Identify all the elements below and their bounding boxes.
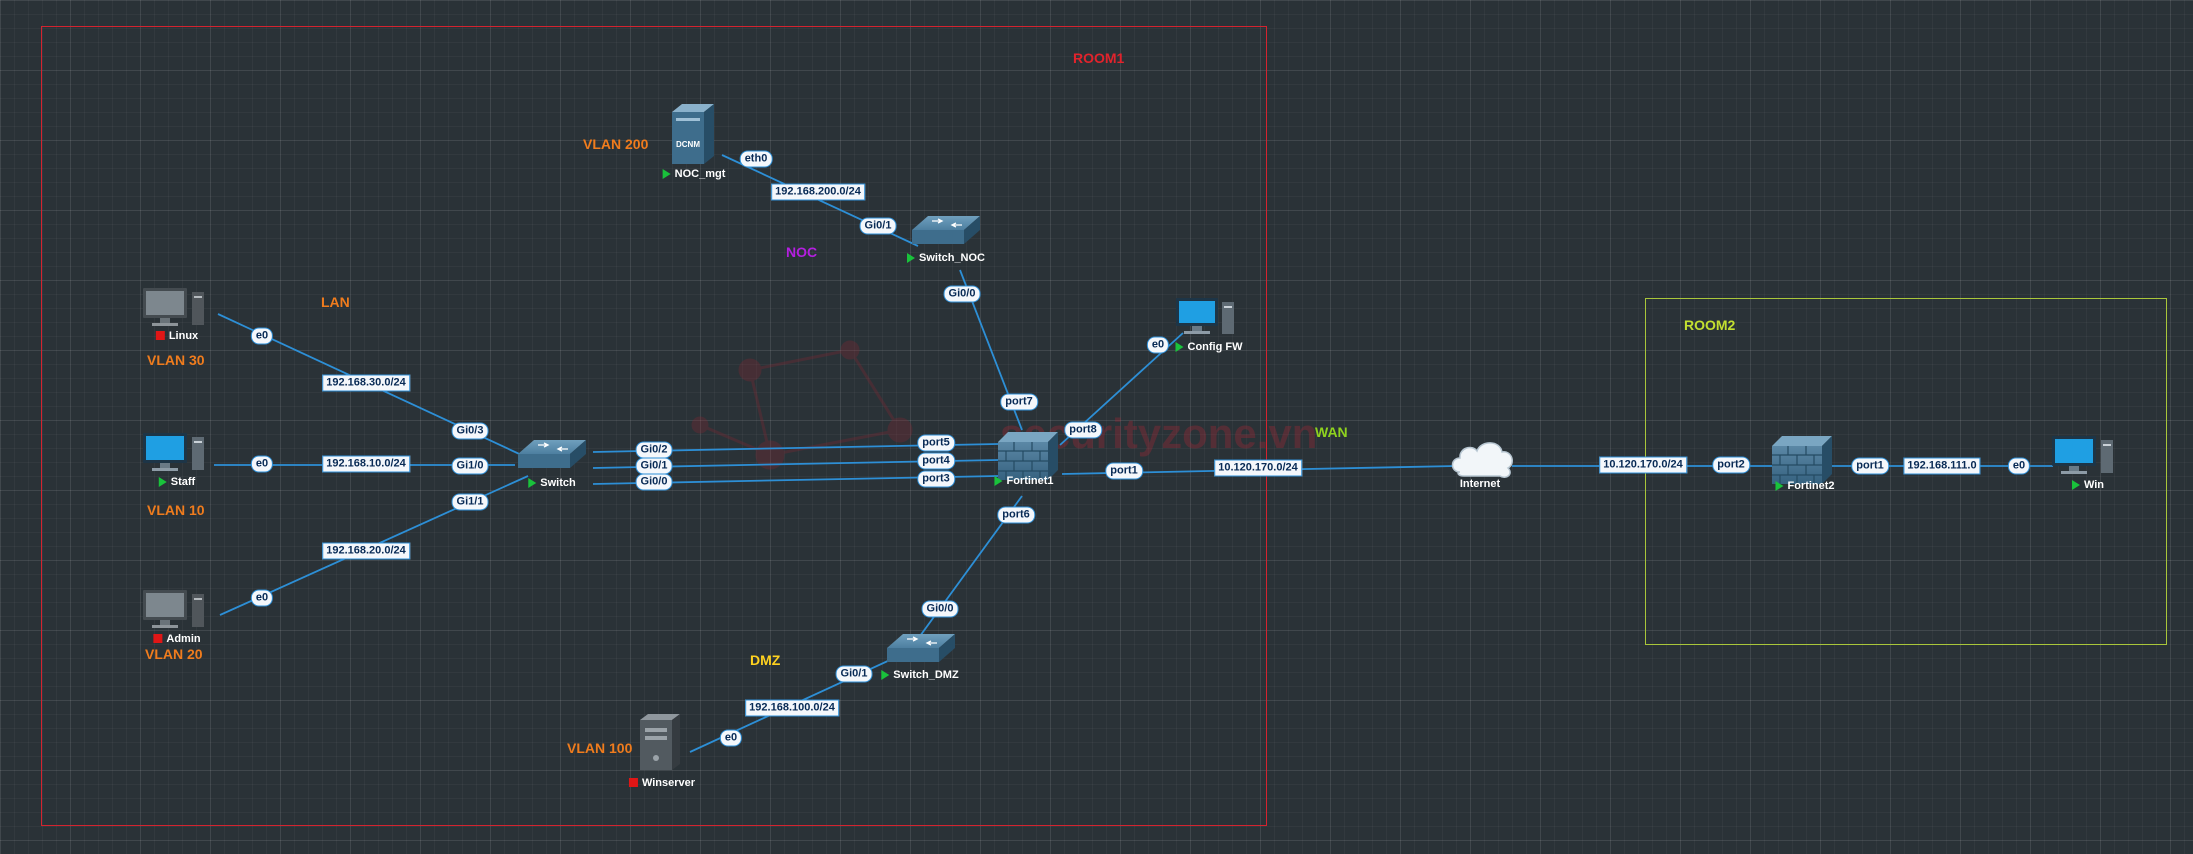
status-stopped-icon: [628, 778, 638, 787]
net-label-wan2: 10.120.170.0/24: [1599, 456, 1687, 474]
vlan200-label: VLAN 200: [583, 136, 649, 152]
node-label: Winserver: [641, 776, 696, 789]
admin-pc-icon[interactable]: [143, 590, 204, 628]
wan-label: WAN: [1315, 424, 1348, 440]
node-label: Staff: [170, 476, 196, 488]
vlan20-label: VLAN 20: [145, 646, 203, 662]
node-staff[interactable]: Staff: [158, 474, 196, 492]
room1-label: ROOM1: [1073, 50, 1125, 66]
if-fortinet1-port8[interactable]: port8: [1064, 421, 1102, 439]
node-config-fw[interactable]: Config FW: [1175, 339, 1243, 357]
status-running-icon: [1175, 342, 1184, 352]
net-label-wan1: 10.120.170.0/24: [1214, 459, 1302, 477]
lan-label: LAN: [321, 294, 350, 310]
room1-zone: [41, 26, 1267, 826]
node-label: Switch: [540, 477, 576, 489]
switch-lan-icon[interactable]: [518, 440, 586, 468]
status-running-icon: [906, 253, 915, 263]
if-fortinet1-port6[interactable]: port6: [997, 506, 1035, 524]
dmz-label: DMZ: [750, 652, 781, 668]
node-label: Linux: [168, 329, 199, 342]
node-label: Switch_DMZ: [893, 669, 959, 681]
if-noc-mgt-eth0[interactable]: eth0: [739, 150, 773, 168]
if-config-fw-e0[interactable]: e0: [1146, 336, 1170, 354]
node-switch-dmz[interactable]: Switch_DMZ: [881, 667, 959, 685]
if-fortinet1-port1[interactable]: port1: [1105, 462, 1143, 480]
status-running-icon: [994, 476, 1003, 486]
node-fortinet1[interactable]: Fortinet1: [994, 473, 1054, 491]
node-admin[interactable]: Admin: [153, 630, 201, 648]
svg-text:DCNM: DCNM: [676, 140, 700, 149]
net-label-vlan20: 192.168.20.0/24: [322, 542, 410, 560]
node-label: Fortinet1: [1006, 475, 1054, 487]
win-pc-icon[interactable]: [2052, 436, 2113, 474]
if-switch-noc-gi01[interactable]: Gi0/1: [859, 217, 897, 235]
if-fortinet1-port4[interactable]: port4: [917, 452, 955, 470]
if-switch-dmz-gi01[interactable]: Gi0/1: [835, 665, 873, 683]
net-label-dmz: 192.168.100.0/24: [745, 699, 839, 717]
status-running-icon: [881, 670, 890, 680]
if-switch-gi11[interactable]: Gi1/1: [451, 493, 489, 511]
config-fw-pc-icon[interactable]: [1176, 298, 1234, 334]
status-running-icon: [1775, 481, 1784, 491]
if-switch-noc-gi00[interactable]: Gi0/0: [943, 285, 981, 303]
node-label: NOC_mgt: [674, 168, 726, 180]
status-running-icon: [2071, 480, 2080, 490]
room2-label: ROOM2: [1684, 317, 1736, 333]
node-win[interactable]: Win: [2071, 477, 2105, 495]
switch-dmz-icon[interactable]: [887, 634, 955, 662]
if-switch-gi01[interactable]: Gi0/1: [635, 457, 673, 475]
if-fortinet1-port7[interactable]: port7: [1000, 393, 1038, 411]
linux-pc-icon[interactable]: [143, 288, 204, 326]
staff-pc-icon[interactable]: [143, 433, 204, 471]
if-fortinet2-port2[interactable]: port2: [1712, 456, 1750, 474]
vlan10-label: VLAN 10: [147, 502, 205, 518]
fortinet1-firewall-icon[interactable]: [998, 432, 1058, 480]
node-label: Switch_NOC: [918, 252, 986, 264]
fortinet2-firewall-icon[interactable]: [1772, 436, 1832, 484]
net-label-noc: 192.168.200.0/24: [771, 183, 865, 201]
if-switch-gi02[interactable]: Gi0/2: [635, 441, 673, 459]
if-fortinet1-port3[interactable]: port3: [917, 470, 955, 488]
if-linux-e0[interactable]: e0: [250, 327, 274, 345]
node-winserver[interactable]: Winserver: [628, 774, 696, 792]
if-staff-e0[interactable]: e0: [250, 455, 274, 473]
net-label-vlan30: 192.168.30.0/24: [322, 374, 410, 392]
node-label: Admin: [166, 632, 201, 645]
if-switch-gi10[interactable]: Gi1/0: [451, 457, 489, 475]
if-switch-gi00[interactable]: Gi0/0: [635, 473, 673, 491]
internet-cloud-icon[interactable]: [1451, 442, 1513, 479]
if-fortinet1-port5[interactable]: port5: [917, 434, 955, 452]
node-label: Internet: [1459, 478, 1501, 490]
if-win-e0[interactable]: e0: [2007, 457, 2031, 475]
node-label: Win: [2083, 479, 2105, 491]
node-noc-mgt[interactable]: NOC_mgt: [662, 166, 726, 184]
noc-mgt-server-icon[interactable]: DCNM: [672, 104, 714, 164]
node-label: Fortinet2: [1787, 480, 1835, 492]
node-fortinet2[interactable]: Fortinet2: [1775, 478, 1835, 496]
vlan100-label: VLAN 100: [567, 740, 633, 756]
if-admin-e0[interactable]: e0: [250, 589, 274, 607]
if-switch-dmz-gi00[interactable]: Gi0/0: [921, 600, 959, 618]
vlan30-label: VLAN 30: [147, 352, 205, 368]
winserver-icon[interactable]: [640, 714, 680, 770]
node-switch-noc[interactable]: Switch_NOC: [906, 250, 986, 268]
switch-noc-icon[interactable]: [912, 216, 980, 244]
if-winserver-e0[interactable]: e0: [719, 729, 743, 747]
status-running-icon: [158, 477, 167, 487]
status-running-icon: [662, 169, 671, 179]
node-linux[interactable]: Linux: [155, 327, 199, 345]
if-fortinet2-port1[interactable]: port1: [1851, 457, 1889, 475]
status-stopped-icon: [153, 634, 163, 643]
status-running-icon: [528, 478, 537, 488]
noc-label: NOC: [786, 244, 818, 260]
net-label-vlan10: 192.168.10.0/24: [322, 455, 410, 473]
if-switch-gi03[interactable]: Gi0/3: [451, 422, 489, 440]
node-switch[interactable]: Switch: [528, 475, 576, 493]
net-label-room2-lan: 192.168.111.0: [1903, 457, 1981, 475]
node-internet[interactable]: Internet: [1460, 474, 1500, 492]
status-stopped-icon: [155, 331, 165, 340]
node-label: Config FW: [1187, 341, 1243, 353]
